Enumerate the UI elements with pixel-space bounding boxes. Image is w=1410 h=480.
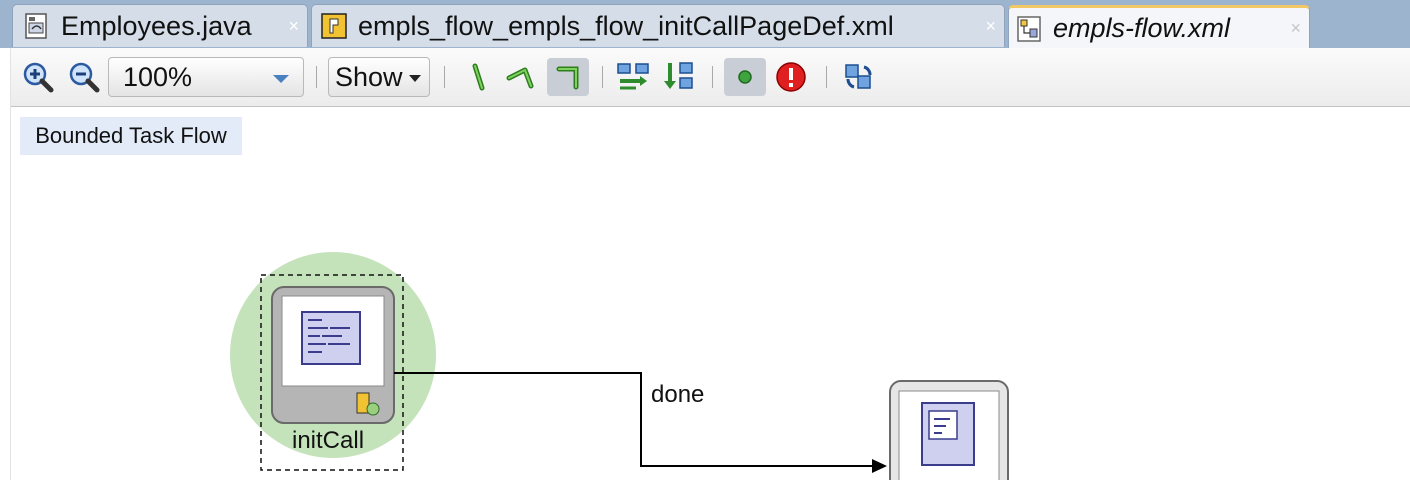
- refresh-icon: [845, 64, 872, 89]
- show-errors-button[interactable]: [772, 58, 810, 96]
- show-activities-icon: [738, 70, 752, 84]
- zoom-level-value: 100%: [123, 61, 193, 92]
- page-definition-icon: [321, 13, 347, 39]
- close-icon[interactable]: ×: [1290, 18, 1301, 38]
- orthogonal-line-button[interactable]: [547, 58, 589, 96]
- toolbar-separator: [602, 66, 603, 88]
- tab-label: Employees.java: [61, 10, 252, 41]
- zoom-out-icon: [69, 62, 100, 93]
- zoom-in-icon: [23, 62, 54, 93]
- straight-line-button[interactable]: [462, 58, 496, 96]
- tab-employees-java[interactable]: Employees.java ×: [12, 4, 308, 47]
- edge-arrowhead: [872, 459, 887, 473]
- show-menu-button[interactable]: Show: [328, 57, 430, 97]
- task-flow-icon: [1017, 15, 1041, 42]
- left-gutter: [0, 48, 11, 480]
- control-flow-edge: [394, 372, 878, 467]
- diagram-toolbar: 100% Show: [0, 48, 1410, 107]
- page-definition-badge-icon: [356, 392, 380, 416]
- toolbar-separator: [826, 66, 827, 88]
- error-icon: [776, 62, 806, 92]
- tab-label: empls_flow_empls_flow_initCallPageDef.xm…: [358, 10, 894, 41]
- show-menu-label: Show: [335, 61, 403, 92]
- java-file-icon: [25, 13, 47, 39]
- zoom-in-button[interactable]: [20, 58, 56, 96]
- method-call-node: [271, 286, 395, 424]
- editor-tab-bar: Employees.java × empls_flow_empls_flow_i…: [0, 0, 1410, 49]
- tab-label: empls-flow.xml: [1053, 13, 1231, 43]
- tab-page-def-xml[interactable]: empls_flow_empls_flow_initCallPageDef.xm…: [311, 4, 1005, 47]
- chevron-down-icon: [273, 75, 289, 83]
- refresh-button[interactable]: [840, 58, 878, 96]
- orthogonal-line-icon: [556, 66, 579, 90]
- edge-label-done[interactable]: done: [651, 381, 705, 408]
- vertical-layout-icon: [664, 62, 693, 89]
- zoom-out-button[interactable]: [66, 58, 102, 96]
- toolbar-separator: [712, 66, 713, 88]
- zoom-level-select[interactable]: 100%: [108, 57, 304, 97]
- view-node: [889, 380, 1009, 480]
- hierarchical-layout-button[interactable]: [614, 58, 652, 96]
- hierarchical-layout-icon: [617, 63, 649, 90]
- view-icon: [921, 402, 975, 466]
- polyline-icon: [506, 67, 534, 89]
- close-icon[interactable]: ×: [985, 15, 996, 36]
- toolbar-separator: [444, 66, 445, 88]
- method-call-icon: [301, 311, 361, 365]
- toolbar-separator: [316, 66, 317, 88]
- polyline-button[interactable]: [503, 58, 539, 96]
- vertical-layout-button[interactable]: [660, 58, 698, 96]
- bounded-task-flow-badge: Bounded Task Flow: [20, 117, 242, 155]
- show-activities-button[interactable]: [724, 58, 766, 96]
- close-icon[interactable]: ×: [288, 15, 299, 36]
- chevron-down-icon: [409, 75, 421, 82]
- node-label-initcall[interactable]: initCall: [292, 427, 365, 454]
- tab-empls-flow-xml[interactable]: empls-flow.xml ×: [1008, 5, 1310, 49]
- straight-line-icon: [472, 63, 485, 91]
